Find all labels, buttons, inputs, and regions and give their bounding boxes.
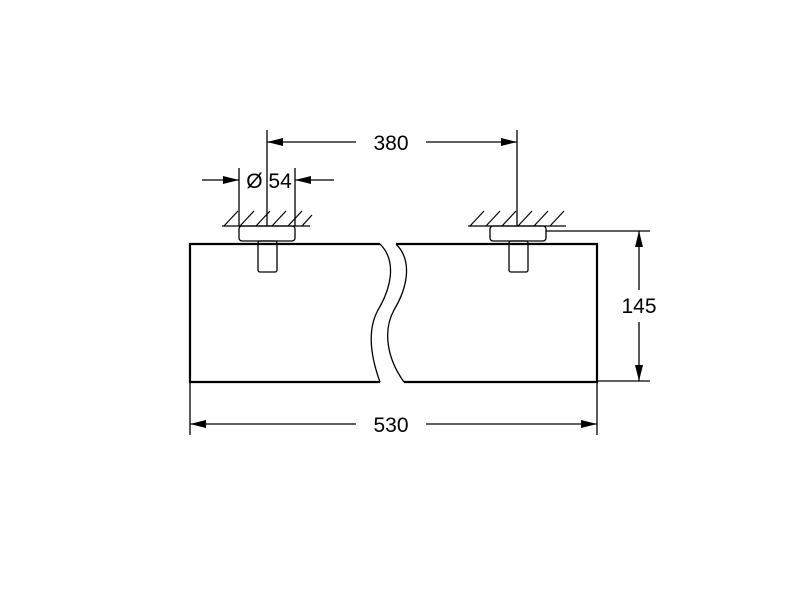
label-mount-diameter: Ø 54 — [246, 170, 292, 193]
dimension-mount-diameter: Ø 54 — [202, 168, 334, 226]
shelf-body — [188, 242, 599, 384]
label-depth: 145 — [621, 295, 656, 318]
label-mount-spacing: 380 — [373, 132, 408, 155]
mount-right — [489, 225, 547, 273]
dimension-overall-length: 530 — [189, 382, 598, 437]
wall-hatch-right — [468, 210, 566, 227]
label-overall-length: 530 — [373, 414, 408, 437]
dimension-mount-spacing: 380 — [266, 130, 518, 226]
dimension-depth: 145 — [546, 230, 657, 382]
mount-left — [238, 225, 296, 273]
